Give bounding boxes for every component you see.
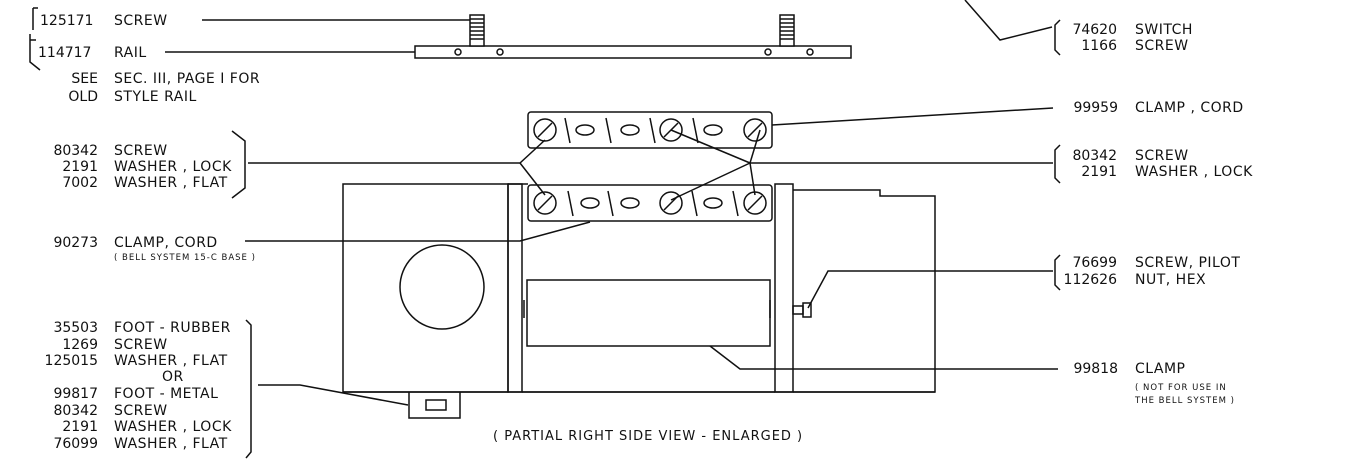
rail-screw-left bbox=[469, 14, 485, 47]
clamp-cord-left-note: ( BELL SYSTEM 15-C BASE ) bbox=[114, 253, 256, 263]
lower-clamp-plate bbox=[527, 184, 773, 222]
screw-label: SCREW bbox=[114, 13, 168, 29]
foot-group-label-6: SCREW bbox=[114, 403, 168, 419]
upper-group-label-3: WASHER , FLAT bbox=[114, 175, 228, 191]
right-group-label-2: WASHER , LOCK bbox=[1135, 164, 1253, 180]
foot-group-part-3: 125015 bbox=[44, 353, 98, 369]
foot-group-part-2: 1269 bbox=[62, 337, 98, 353]
rail-screw-right bbox=[779, 14, 795, 47]
upper-group-part-3: 7002 bbox=[62, 175, 98, 191]
clamp-cord-left-label: CLAMP, CORD bbox=[114, 235, 218, 251]
clamp-bottom-note-2: THE BELL SYSTEM ) bbox=[1135, 396, 1235, 406]
screw-part-number: 125171 bbox=[40, 13, 94, 29]
switch-part-number: 74620 bbox=[1072, 22, 1117, 38]
clamp-bracket bbox=[526, 279, 771, 347]
foot-group-part-5: 99817 bbox=[53, 386, 98, 402]
clamp-bottom-label: CLAMP bbox=[1135, 361, 1186, 377]
switch-screw-label: SCREW bbox=[1135, 38, 1189, 54]
old-note-prefix: OLD bbox=[68, 89, 98, 105]
foot-group-part-1: 35503 bbox=[53, 320, 98, 336]
upper-group-label-2: WASHER , LOCK bbox=[114, 159, 232, 175]
pilot-group-part-1: 76699 bbox=[1072, 255, 1117, 271]
foot-group-label-5: FOOT - METAL bbox=[114, 386, 219, 402]
foot-group-part-6: 80342 bbox=[53, 403, 98, 419]
foot-group-label-8: WASHER , FLAT bbox=[114, 436, 228, 452]
switch-label: SWITCH bbox=[1135, 22, 1193, 38]
see-note-prefix: SEE bbox=[71, 71, 98, 87]
upper-group-part-2: 2191 bbox=[62, 159, 98, 175]
see-note-text: SEC. III, PAGE I FOR bbox=[114, 71, 261, 87]
pilot-group-part-2: 112626 bbox=[1063, 272, 1117, 288]
foot-group-label-1: FOOT - RUBBER bbox=[114, 320, 231, 336]
upper-clamp-plate bbox=[527, 111, 773, 149]
upper-group-label-1: SCREW bbox=[114, 143, 168, 159]
base-opening bbox=[399, 244, 485, 330]
pilot-group-label-1: SCREW, PILOT bbox=[1135, 255, 1241, 271]
foot-group-or: OR bbox=[162, 369, 184, 385]
clamp-cord-right-part: 99959 bbox=[1073, 100, 1118, 116]
foot-group-label-2: SCREW bbox=[114, 337, 168, 353]
pilot-group-label-2: NUT, HEX bbox=[1135, 272, 1207, 288]
right-group-label-1: SCREW bbox=[1135, 148, 1189, 164]
view-caption: ( PARTIAL RIGHT SIDE VIEW - ENLARGED ) bbox=[493, 429, 804, 444]
foot-group-label-7: WASHER , LOCK bbox=[114, 419, 232, 435]
rail-label: RAIL bbox=[114, 45, 147, 61]
old-note-text: STYLE RAIL bbox=[114, 89, 197, 105]
foot-group-part-7: 2191 bbox=[62, 419, 98, 435]
upper-group-part-1: 80342 bbox=[53, 143, 98, 159]
right-group-part-2: 2191 bbox=[1081, 164, 1117, 180]
right-group-part-1: 80342 bbox=[1072, 148, 1117, 164]
clamp-bottom-note-1: ( NOT FOR USE IN bbox=[1135, 383, 1227, 393]
clamp-bottom-part: 99818 bbox=[1073, 361, 1118, 377]
clamp-cord-left-part: 90273 bbox=[53, 235, 98, 251]
rail-part-number: 114717 bbox=[38, 45, 92, 61]
foot-group-label-3: WASHER , FLAT bbox=[114, 353, 228, 369]
rail bbox=[414, 45, 852, 59]
foot-group-part-8: 76099 bbox=[53, 436, 98, 452]
switch-screw-part-number: 1166 bbox=[1081, 38, 1117, 54]
foot bbox=[408, 392, 461, 419]
clamp-cord-right-label: CLAMP , CORD bbox=[1135, 100, 1244, 116]
